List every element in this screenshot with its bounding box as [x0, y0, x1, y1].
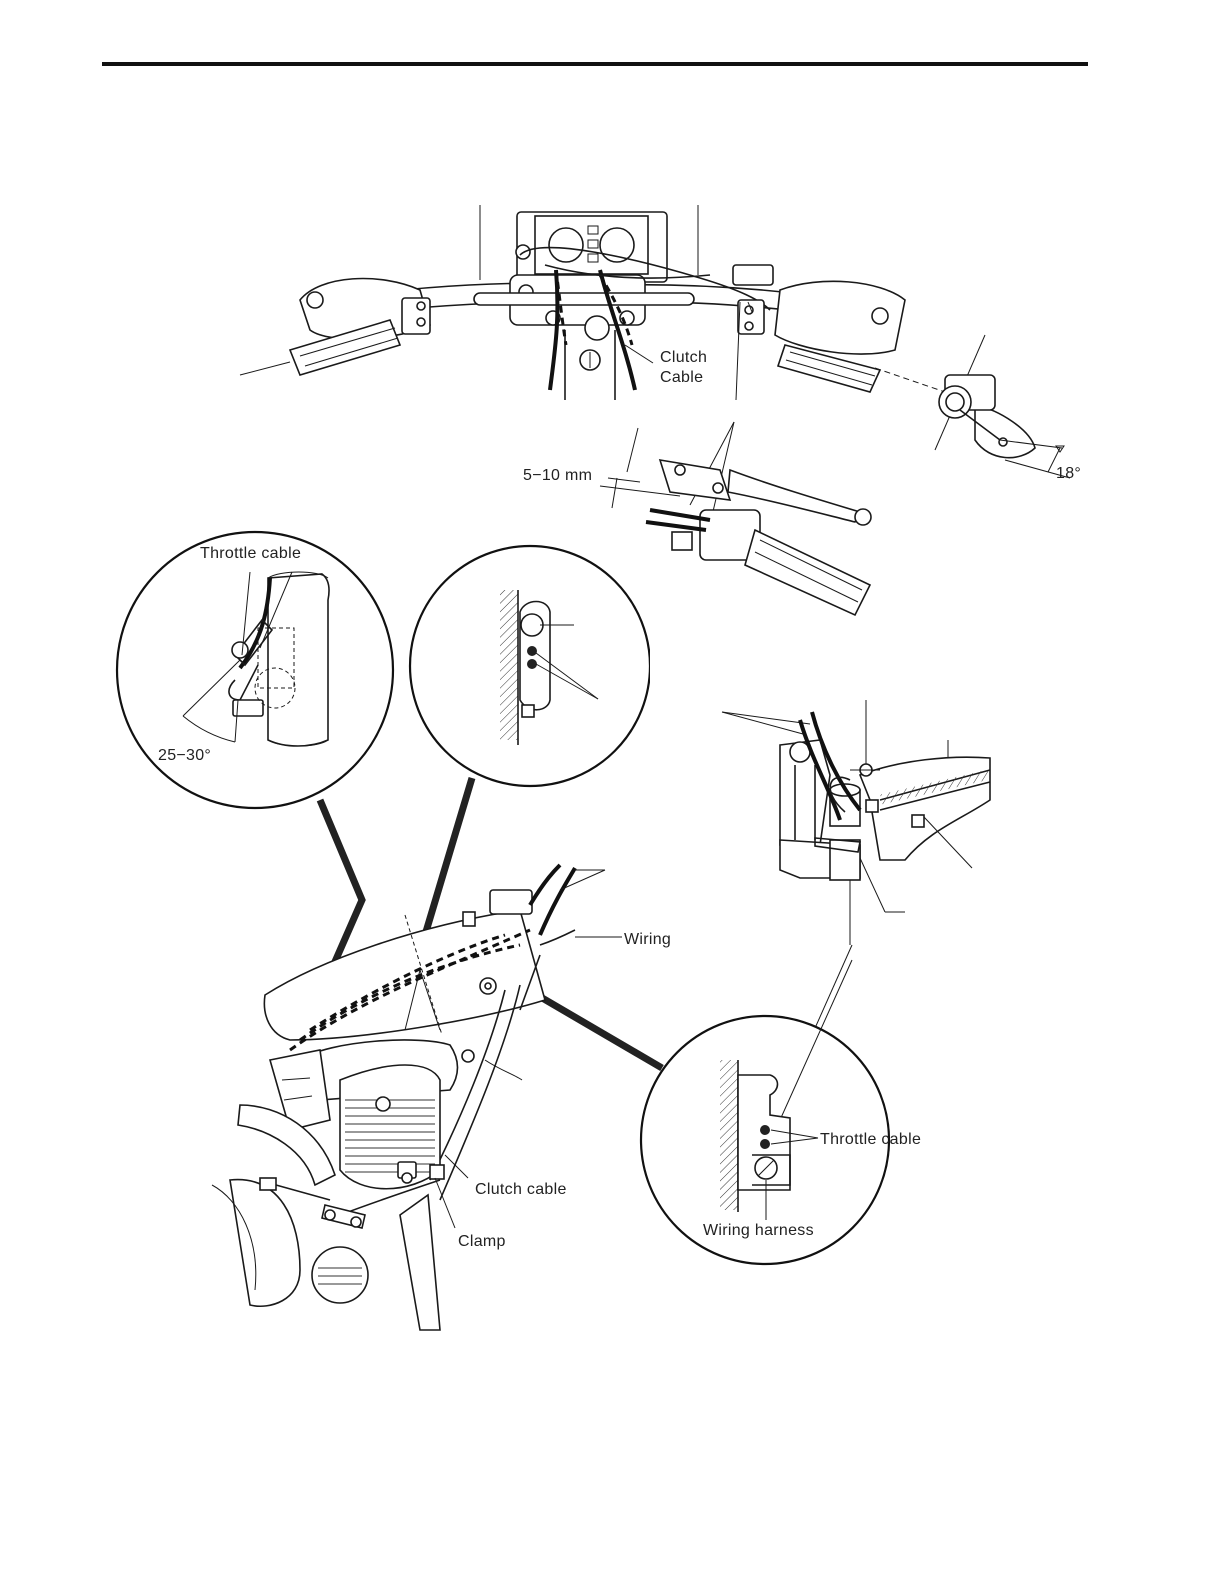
- clutch-cable-top-label-1: Clutch: [660, 349, 707, 366]
- throttle-cable-right-inset-label: Throttle cable: [820, 1131, 921, 1148]
- handlebar-assembly: [240, 205, 945, 400]
- inset-mask: [650, 600, 730, 710]
- throttle-wiring-inset: [641, 945, 889, 1264]
- throttle-cable-inset-label: Throttle cable: [200, 545, 301, 562]
- steering-stem-detail: [722, 700, 990, 945]
- clutch-lever-detail: [600, 422, 871, 615]
- throttle-cable-inset: [117, 532, 393, 808]
- throttle-housing-detail: [935, 335, 1070, 478]
- wiring-harness-label: Wiring harness: [703, 1222, 814, 1239]
- clutch-cable-frame-label: Clutch cable: [475, 1181, 567, 1198]
- throttle-play-angle-label: 25−30°: [158, 747, 211, 764]
- lever-play-label: 5−10 mm: [523, 467, 592, 484]
- wiring-label: Wiring: [624, 931, 671, 948]
- throttle-angle-label: 18°: [1056, 465, 1081, 482]
- clamp-label: Clamp: [458, 1233, 506, 1250]
- clutch-cable-top-label-2: Cable: [660, 369, 703, 386]
- cable-guide-inset: [410, 546, 650, 786]
- frame-main-view: [212, 778, 662, 1330]
